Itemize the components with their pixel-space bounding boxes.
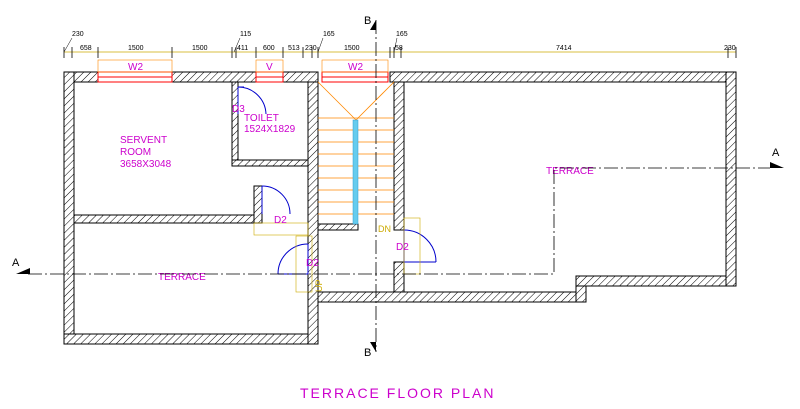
dim-230-left: 230 xyxy=(72,31,84,38)
toilet-size-label: 1524X1829 xyxy=(244,124,296,135)
dim-165-b: 165 xyxy=(396,31,408,38)
door-d3-label: D3 xyxy=(232,104,245,115)
window-v-label: V xyxy=(266,62,273,73)
section-a-left-label: A xyxy=(12,257,20,269)
plan-title: TERRACE FLOOR PLAN xyxy=(300,385,495,401)
dim-513: 513 xyxy=(288,45,300,52)
window-w2-right-label: W2 xyxy=(348,62,363,73)
staircase xyxy=(317,81,395,225)
servent-room-label-line2: ROOM xyxy=(120,147,151,158)
dim-1500-a: 1500 xyxy=(128,45,144,52)
dim-7414: 7414 xyxy=(556,45,572,52)
terrace-right-label: TERRACE xyxy=(546,166,594,177)
section-line-a xyxy=(28,167,770,275)
door-d2-servant-label: D2 xyxy=(274,215,287,226)
dim-58: 58 xyxy=(395,45,403,52)
section-arrows xyxy=(16,20,784,352)
stair-dn-label: DN xyxy=(378,224,391,234)
top-dimension-chain: 230 658 1500 1500 411 115 600 513 230 16… xyxy=(63,31,737,58)
servent-room-label-line1: SERVENT xyxy=(120,135,167,146)
dim-658: 658 xyxy=(80,45,92,52)
stair-up-label: UP xyxy=(314,279,324,292)
window-w2-left-label: W2 xyxy=(128,62,143,73)
door-d2-right-label: D2 xyxy=(396,242,409,253)
door-d2-stair-label: D2 xyxy=(306,258,319,269)
dim-1500-c: 1500 xyxy=(344,45,360,52)
section-a-right-label: A xyxy=(772,147,780,159)
dim-411: 411 xyxy=(237,45,248,52)
walls xyxy=(63,71,737,345)
section-b-top-label: B xyxy=(364,15,371,27)
section-b-bottom-label: B xyxy=(364,347,371,359)
dim-165-a: 165 xyxy=(323,31,335,38)
dim-1500-b: 1500 xyxy=(192,45,208,52)
toilet-label: TOILET xyxy=(244,113,279,124)
servent-room-size-label: 3658X3048 xyxy=(120,159,172,170)
dim-600: 600 xyxy=(263,45,275,52)
windows xyxy=(97,59,389,83)
dim-230-mid: 230 xyxy=(305,45,317,52)
dim-115: 115 xyxy=(240,31,251,38)
dim-230-right: 230 xyxy=(724,45,736,52)
terrace-left-label: TERRACE xyxy=(158,272,206,283)
